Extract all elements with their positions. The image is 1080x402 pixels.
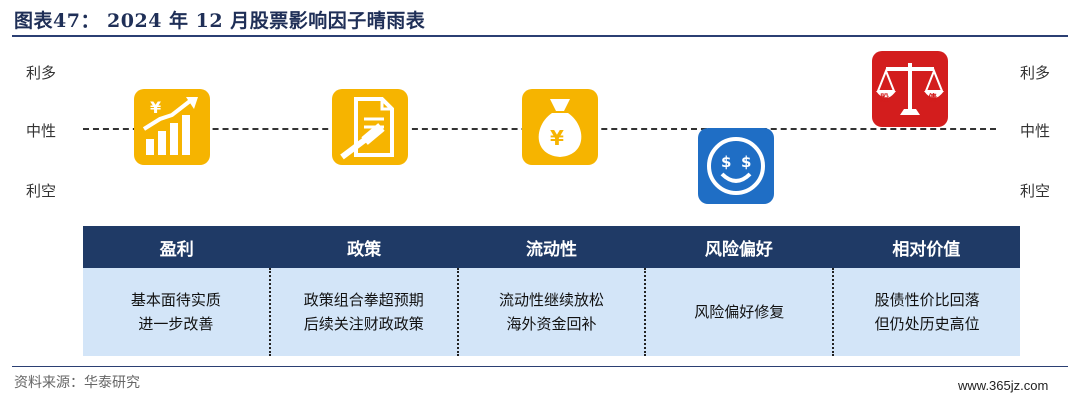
factor-table: 盈利 政策 流动性 风险偏好 相对价值 基本面待实质 进一步改善 政策组合拳超预… (83, 226, 1020, 356)
header-relative-value: 相对价值 (892, 239, 961, 260)
cell-policy-line2: 后续关注财政政策 (303, 315, 424, 333)
header-risk-appetite: 风险偏好 (704, 239, 773, 260)
money-bag-icon: ¥ (522, 89, 598, 165)
cell-relative-value-line1: 股债性价比回落 (874, 291, 980, 309)
svg-text:$: $ (741, 153, 751, 171)
level-label-bear-right: 利空 (1020, 182, 1051, 200)
level-label-bull-left: 利多 (26, 64, 57, 82)
header-liquidity: 流动性 (526, 239, 578, 260)
cell-liquidity-line2: 海外资金回补 (506, 315, 597, 333)
policy-gavel-icon (332, 89, 408, 165)
cell-relative-value-line2: 但仍处历史高位 (874, 315, 980, 333)
cell-policy-line1: 政策组合拳超预期 (303, 291, 424, 309)
watermark: www.365jz.com (958, 378, 1049, 393)
smiley-dollar-icon: $ $ (698, 128, 774, 204)
level-label-bear-left: 利空 (26, 182, 57, 200)
level-label-bull-right: 利多 (1020, 64, 1051, 82)
header-earnings: 盈利 (159, 239, 194, 260)
figure-title: 图表47： 2024 年 12 月股票影响因子晴雨表 (14, 10, 426, 32)
cell-earnings-line1: 基本面待实质 (130, 291, 221, 309)
stock-bond-scale-icon: 股 债 (872, 51, 948, 127)
svg-text:$: $ (721, 153, 731, 171)
source-divider (12, 366, 1068, 367)
cell-risk-appetite: 风险偏好修复 (646, 268, 835, 356)
cell-liquidity-line1: 流动性继续放松 (498, 291, 604, 309)
yen-label-earnings: ¥ (150, 98, 161, 117)
factor-table-header: 盈利 政策 流动性 风险偏好 相对价值 (83, 226, 1020, 268)
factor-table-body: 基本面待实质 进一步改善 政策组合拳超预期 后续关注财政政策 流动性继续放松 海… (83, 268, 1020, 356)
level-label-neutral-right: 中性 (1020, 122, 1051, 140)
cell-earnings: 基本面待实质 进一步改善 (83, 268, 271, 356)
source-note: 资料来源：华泰研究 (14, 375, 140, 391)
yen-label-liquidity: ¥ (550, 126, 564, 150)
title-divider (12, 35, 1068, 37)
cell-earnings-line2: 进一步改善 (138, 315, 214, 333)
cell-liquidity: 流动性继续放松 海外资金回补 (459, 268, 647, 356)
earnings-chart-icon: ¥ (134, 89, 210, 165)
header-policy: 政策 (347, 239, 382, 260)
cell-relative-value: 股债性价比回落 但仍处历史高位 (834, 268, 1020, 356)
cell-policy: 政策组合拳超预期 后续关注财政政策 (271, 268, 459, 356)
stock-label: 股 (880, 93, 890, 104)
level-label-neutral-left: 中性 (26, 122, 57, 140)
bond-label: 债 (928, 92, 937, 104)
cell-risk-appetite-line1: 风险偏好修复 (694, 303, 785, 321)
